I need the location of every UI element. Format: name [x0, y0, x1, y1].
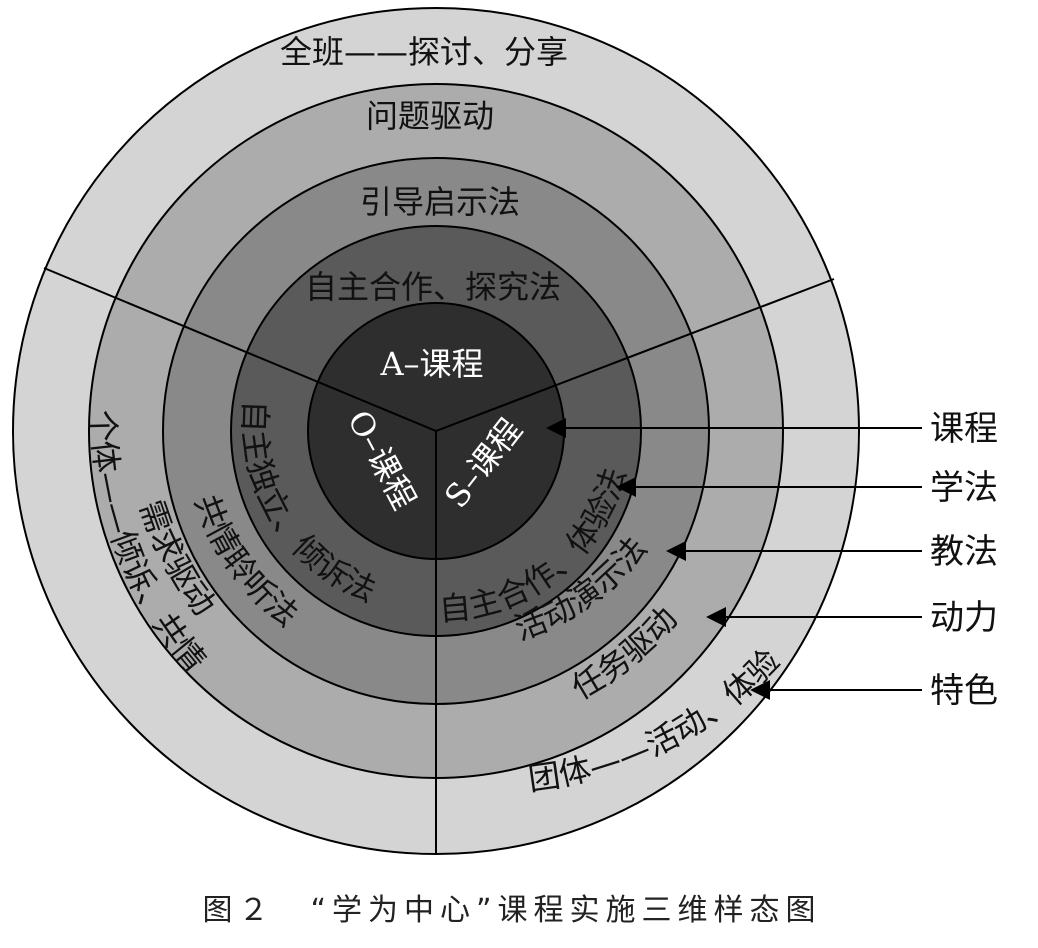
dynamic-top-label: 问题驱动	[366, 97, 494, 135]
divider-right	[435, 278, 835, 432]
legend-characteristic: 特色	[930, 671, 998, 711]
legend-course: 课程	[930, 409, 998, 449]
outer-top-label: 全班——探讨、分享	[280, 33, 568, 71]
teaching-top-label: 引导启示法	[360, 183, 520, 221]
figure-caption: 图２ “学为中心”课程实施三维样态图	[202, 893, 821, 928]
core-a-label: A–课程	[379, 345, 483, 383]
divider-left	[43, 267, 437, 432]
legend-dynamic: 动力	[930, 598, 998, 638]
legend-teaching: 教法	[930, 532, 998, 572]
legend-learning: 学法	[930, 468, 998, 508]
learning-top-label: 自主合作、探究法	[305, 268, 561, 306]
